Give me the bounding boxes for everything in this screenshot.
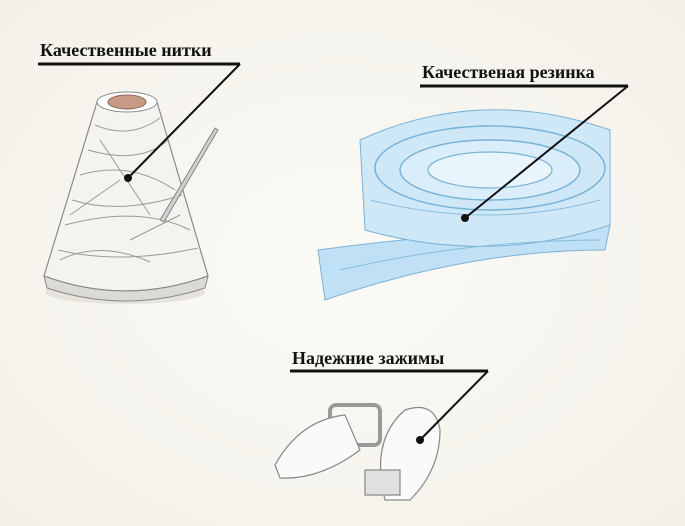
elastic-band-image xyxy=(317,109,611,301)
label-elastic: Качественая резинка xyxy=(422,62,595,82)
clips-image xyxy=(274,403,441,501)
pointer-dot xyxy=(124,174,132,182)
label-thread: Качественные нитки xyxy=(40,40,212,60)
label-clips: Надежние зажимы xyxy=(292,348,445,368)
pointer-dot xyxy=(416,436,424,444)
thread-spool-image xyxy=(43,91,219,304)
leader-lines xyxy=(38,62,629,441)
pointer-dot xyxy=(461,214,469,222)
needle-image xyxy=(159,127,219,223)
